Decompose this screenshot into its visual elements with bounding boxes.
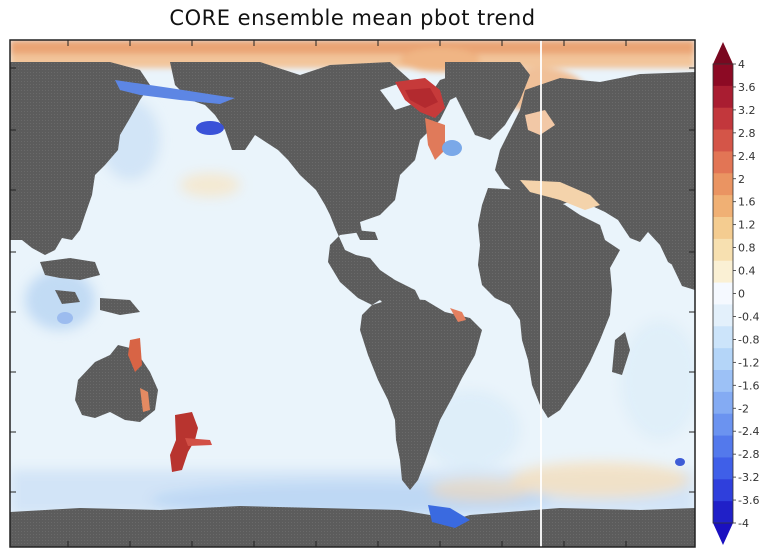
colorbar-tick-label: 1.2 bbox=[738, 219, 756, 232]
colorbar-segment bbox=[713, 195, 733, 218]
colorbar-segment bbox=[713, 151, 733, 174]
tasman-anomaly bbox=[170, 412, 198, 472]
se-asia-islands bbox=[40, 258, 100, 280]
east-asia bbox=[10, 62, 150, 255]
colorbar-tick-label: -3.6 bbox=[738, 494, 759, 507]
africa bbox=[478, 188, 620, 418]
colorbar-segment bbox=[713, 457, 733, 480]
colorbar-segment bbox=[713, 64, 733, 87]
colorbar-tick-label: -2.8 bbox=[738, 448, 759, 461]
colorbar-segment bbox=[713, 435, 733, 458]
arctic-warm-band bbox=[10, 40, 695, 112]
colorbar-extend-below bbox=[713, 523, 733, 545]
colorbar-segment bbox=[713, 129, 733, 152]
map-plot-area bbox=[10, 40, 695, 547]
greenland bbox=[445, 62, 530, 140]
colorbar-tick-label: 2.4 bbox=[738, 150, 756, 163]
colorbar-tick-label: 0.4 bbox=[738, 265, 756, 278]
plot-frame bbox=[9, 39, 696, 548]
colorbar-segment bbox=[713, 479, 733, 502]
colorbar-segment bbox=[713, 348, 733, 371]
colorbar-tick-label: 3.6 bbox=[738, 81, 756, 94]
colorbar-tick-label: 0 bbox=[738, 288, 745, 301]
colorbar-tick-label: -1.6 bbox=[738, 379, 759, 392]
antarctica bbox=[10, 506, 695, 547]
colorbar-segment bbox=[713, 173, 733, 196]
axis-ticks bbox=[10, 40, 695, 547]
colorbar-extend-above bbox=[713, 42, 733, 64]
colorbar-tick-label: 2.8 bbox=[738, 127, 756, 140]
colorbar-tick-label: 4 bbox=[738, 58, 745, 71]
chart-title: CORE ensemble mean pbot trend bbox=[169, 6, 536, 30]
colorbar-tick-label: -0.4 bbox=[738, 310, 759, 323]
colorbar-segment bbox=[713, 304, 733, 327]
madagascar bbox=[612, 332, 630, 375]
colorbar-segment bbox=[713, 326, 733, 349]
south-america bbox=[360, 298, 482, 490]
colorbar-tick-label: -3.2 bbox=[738, 471, 759, 484]
strong-anomalies bbox=[57, 78, 685, 528]
colorbar-segment bbox=[713, 501, 733, 524]
colorbar-segment bbox=[713, 238, 733, 262]
seam-line bbox=[540, 40, 542, 547]
colorbar-segment bbox=[713, 85, 733, 109]
colorbar-tick-label: 1.6 bbox=[738, 196, 756, 209]
colorbar-segment bbox=[713, 217, 733, 240]
colorbar-tick-label: -4 bbox=[738, 517, 749, 530]
colorbar-tick-label: 3.2 bbox=[738, 104, 756, 117]
colorbar-tick-label: 2 bbox=[738, 173, 745, 186]
colorbar-tick-label: -1.2 bbox=[738, 356, 759, 369]
colorbar: 4 3.6 3.2 2.8 2.4 2 1.6 1.2 0.8 0.4 0 -0.4 -0.8 -1.2 -… bbox=[712, 42, 759, 545]
colorbar-tick-label: -0.8 bbox=[738, 333, 759, 346]
colorbar-segment bbox=[713, 107, 733, 131]
colorbar-tick-label: 0.8 bbox=[738, 242, 756, 255]
colorbar-segment bbox=[713, 370, 733, 393]
colorbar-tick-label: -2.4 bbox=[738, 425, 759, 438]
colorbar-segment bbox=[713, 260, 733, 284]
colorbar-tick-label: -2 bbox=[738, 402, 749, 415]
colorbar-segment bbox=[713, 391, 733, 415]
colorbar-segment bbox=[713, 282, 733, 305]
colorbar-segment bbox=[713, 413, 733, 437]
land-masses bbox=[10, 62, 695, 547]
north-america bbox=[170, 62, 500, 310]
